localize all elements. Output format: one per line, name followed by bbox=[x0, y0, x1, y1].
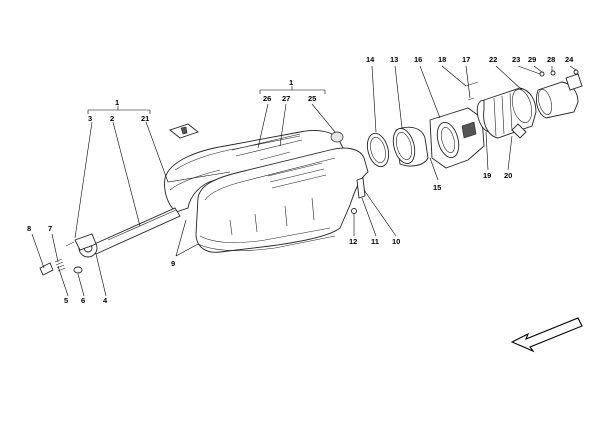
callout-23: 23 bbox=[512, 55, 520, 64]
callout-5: 5 bbox=[64, 296, 68, 305]
front-cover-ribs bbox=[229, 162, 327, 236]
spring-and-bolts bbox=[39, 241, 83, 276]
callout-9: 9 bbox=[171, 259, 175, 268]
throttle-linkage-shaft bbox=[74, 207, 181, 258]
adapter-flange-13 bbox=[392, 126, 429, 167]
callout-8: 8 bbox=[27, 224, 31, 233]
front-manifold-cover bbox=[195, 147, 369, 253]
callout-17: 17 bbox=[462, 55, 470, 64]
front-direction-arrow-icon bbox=[510, 317, 583, 353]
callout-26: 26 bbox=[263, 94, 271, 103]
oil-filler-cap bbox=[330, 131, 344, 143]
air-intake-sleeve-20 bbox=[483, 87, 537, 139]
callout-13: 13 bbox=[390, 55, 398, 64]
callout-12: 12 bbox=[349, 237, 357, 246]
callout-6: 6 bbox=[81, 296, 85, 305]
gasket-ring-14 bbox=[366, 132, 390, 168]
logo-badge bbox=[169, 123, 199, 139]
callout-4: 4 bbox=[103, 296, 108, 305]
callout-labels: 1 3 2 21 1 26 27 25 8 7 9 5 6 4 14 13 16… bbox=[27, 55, 574, 305]
leader-lines bbox=[31, 65, 577, 297]
callout-1-left: 1 bbox=[115, 98, 119, 107]
cover-ribs bbox=[231, 133, 303, 161]
callout-2: 2 bbox=[110, 114, 114, 123]
callout-18: 18 bbox=[438, 55, 446, 64]
callout-10: 10 bbox=[392, 237, 400, 246]
callout-24: 24 bbox=[565, 55, 574, 64]
callout-1-right: 1 bbox=[289, 78, 293, 87]
airflow-sensor-22 bbox=[535, 73, 583, 119]
callout-27: 27 bbox=[282, 94, 290, 103]
callout-14: 14 bbox=[366, 55, 375, 64]
callout-28: 28 bbox=[547, 55, 555, 64]
callout-19: 19 bbox=[483, 171, 491, 180]
callout-11: 11 bbox=[371, 237, 379, 246]
callout-29: 29 bbox=[528, 55, 536, 64]
callout-16: 16 bbox=[414, 55, 422, 64]
callout-21: 21 bbox=[141, 114, 149, 123]
callout-3: 3 bbox=[88, 114, 92, 123]
throttle-body-16 bbox=[429, 107, 485, 169]
callout-20: 20 bbox=[504, 171, 512, 180]
callout-22: 22 bbox=[489, 55, 497, 64]
callout-15: 15 bbox=[433, 183, 441, 192]
callout-25: 25 bbox=[308, 94, 316, 103]
callout-7: 7 bbox=[48, 224, 52, 233]
